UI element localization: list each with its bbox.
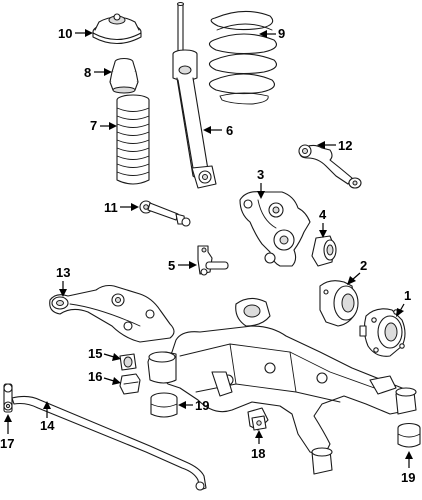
wheel-carrier xyxy=(239,191,311,267)
wheel-hub xyxy=(359,308,406,357)
callout-12: 12 xyxy=(317,138,352,153)
toe-link xyxy=(139,200,191,227)
coil-spring xyxy=(208,10,277,105)
callout-3: 3 xyxy=(257,167,265,199)
callout-number: 5 xyxy=(168,258,175,273)
callout-13: 13 xyxy=(56,265,70,297)
stabilizer-link xyxy=(3,383,13,413)
link-bolt xyxy=(197,245,229,276)
callout-number: 3 xyxy=(257,167,264,182)
callout-7: 7 xyxy=(90,118,117,133)
stabilizer-bushing xyxy=(119,353,137,371)
callout-17: 17 xyxy=(0,414,14,451)
strut-mount xyxy=(92,13,142,45)
callout-number: 11 xyxy=(104,200,118,215)
callout-number: 19 xyxy=(195,398,209,413)
callout-number: 6 xyxy=(226,123,233,138)
callout-number: 19 xyxy=(401,470,415,485)
callout-6: 6 xyxy=(203,123,233,138)
rear-subframe xyxy=(147,297,417,475)
callout-number: 12 xyxy=(338,138,352,153)
dust-boot xyxy=(116,94,150,185)
callout-1: 1 xyxy=(396,288,411,317)
callout-number: 17 xyxy=(0,436,14,451)
stabilizer-bar xyxy=(11,395,207,491)
callout-2: 2 xyxy=(347,258,367,285)
callout-number: 16 xyxy=(88,369,102,384)
callout-number: 18 xyxy=(251,446,265,461)
callout-16: 16 xyxy=(88,369,121,385)
wheel-bearing-housing xyxy=(319,280,359,327)
callout-18: 18 xyxy=(251,430,265,461)
subframe-bracket xyxy=(251,415,267,431)
shock-absorber xyxy=(172,1,217,189)
lower-control-arm xyxy=(49,284,175,343)
callout-8: 8 xyxy=(84,65,112,80)
callout-number: 7 xyxy=(90,118,97,133)
callout-number: 8 xyxy=(84,65,91,80)
callout-number: 4 xyxy=(319,207,327,222)
callout-9: 9 xyxy=(259,26,285,41)
callout-4: 4 xyxy=(319,207,327,238)
bump-stop xyxy=(109,57,139,94)
knuckle-bushing xyxy=(311,235,337,267)
callout-number: 10 xyxy=(58,26,72,41)
callout-14: 14 xyxy=(40,401,55,433)
callout-11: 11 xyxy=(104,200,139,215)
callout-10: 10 xyxy=(58,26,93,41)
callout-number: 15 xyxy=(88,346,102,361)
callout-number: 1 xyxy=(404,288,411,303)
stabilizer-bracket xyxy=(119,373,141,395)
callout-15: 15 xyxy=(88,346,121,361)
callout-number: 9 xyxy=(278,26,285,41)
upper-control-arm xyxy=(298,144,362,189)
callout-19a: 19 xyxy=(178,398,209,413)
callout-number: 2 xyxy=(360,258,367,273)
callout-19b: 19 xyxy=(401,451,415,485)
callout-5: 5 xyxy=(168,258,197,273)
callout-number: 14 xyxy=(40,418,55,433)
subframe-bushing-left xyxy=(150,392,178,418)
callout-number: 13 xyxy=(56,265,70,280)
subframe-bushing-right xyxy=(397,422,421,448)
